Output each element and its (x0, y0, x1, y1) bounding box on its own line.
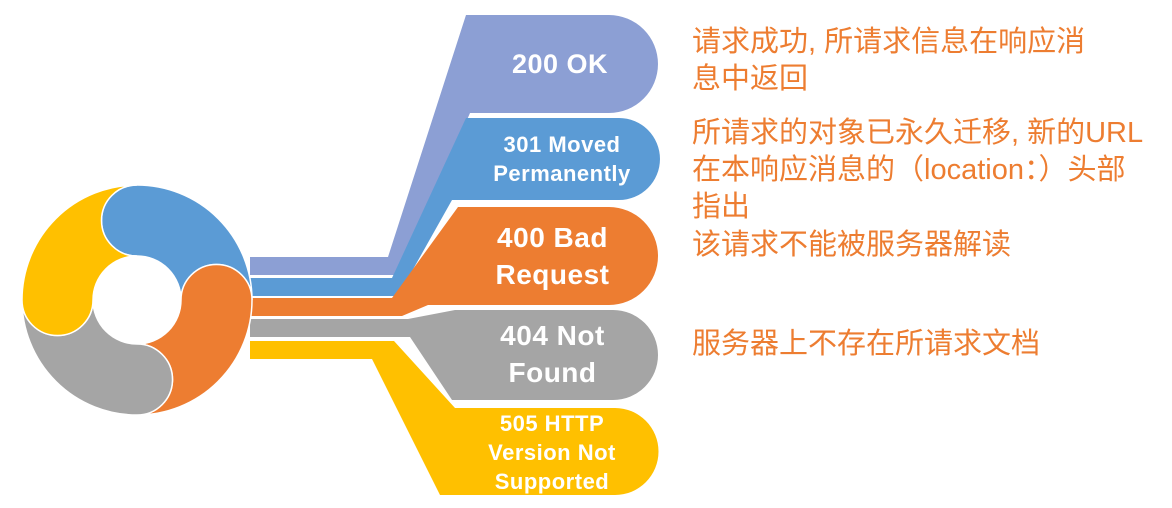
pill-label-505-http-version-not-supported: 505 HTTP Version Not Supported (488, 411, 616, 494)
arm-pill-400-bad-request (250, 207, 658, 316)
description-400-bad-request: 该请求不能被服务器解读 (692, 229, 1012, 261)
pill-label-400-bad-request: 400 Bad Request (495, 222, 610, 290)
description-200-ok: 请求成功, 所请求信息在响应消 息中返回 (692, 26, 1086, 95)
pill-label-301-moved-permanently: 301 Moved Permanently (493, 132, 631, 186)
description-301-moved-permanently: 所请求的对象已永久迁移, 新的URL 在本响应消息的（location：）头部 … (692, 117, 1144, 223)
description-404-not-found: 服务器上不存在所请求文档 (692, 328, 1041, 360)
pill-label-200-ok: 200 OK (511, 49, 609, 79)
arm-pill-505-http-version-not-supported (250, 341, 659, 495)
arm-pill-301-moved-permanently (250, 118, 660, 296)
donut-segment-yellow (21, 184, 138, 337)
pill-label-404-not-found: 404 Not Found (500, 320, 605, 388)
arm-pill-404-not-found (250, 310, 658, 400)
